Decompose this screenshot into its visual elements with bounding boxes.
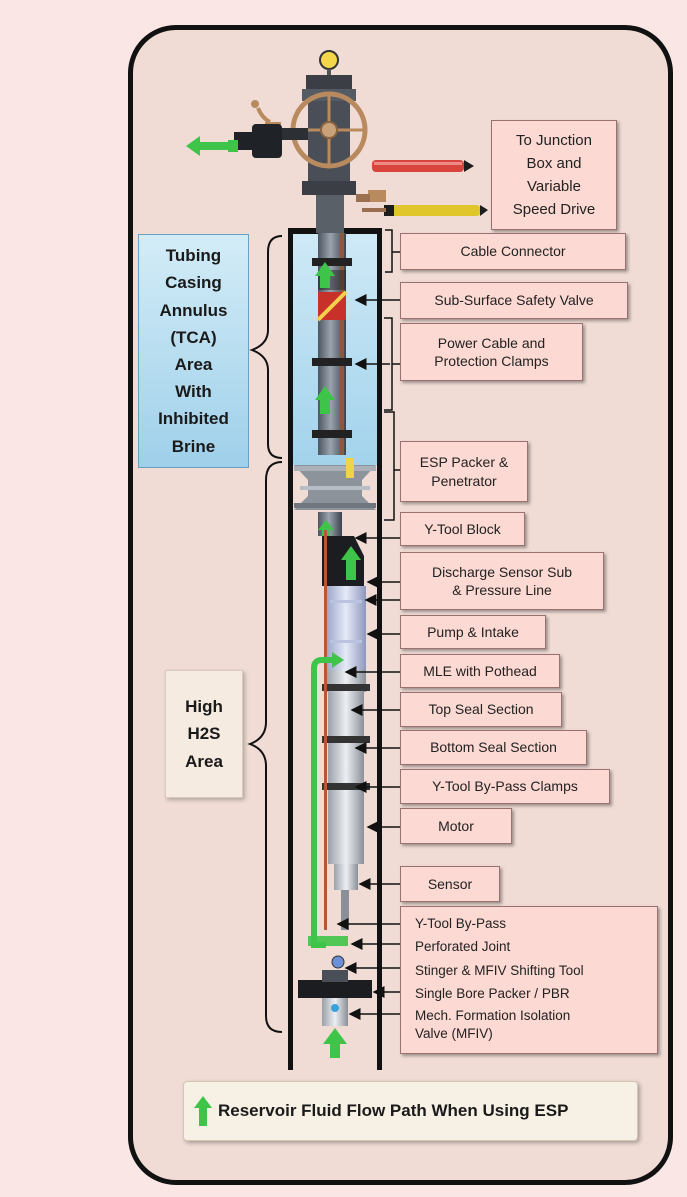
upper-tubing xyxy=(312,233,352,455)
ytool-block-label: Y-Tool Block xyxy=(400,512,525,546)
legend: Reservoir Fluid Flow Path When Using ESP xyxy=(183,1081,638,1141)
esp-string xyxy=(318,512,370,930)
packer-pbr-label: Single Bore Packer / PBR xyxy=(415,986,570,1001)
pump-intake-label: Pump & Intake xyxy=(400,615,546,649)
tca-area-label: Tubing Casing Annulus (TCA) Area With In… xyxy=(138,234,249,468)
h2s-area-label: High H2S Area xyxy=(165,670,243,798)
mle-pothead-label: MLE with Pothead xyxy=(400,654,560,688)
top-seal-label: Top Seal Section xyxy=(400,692,562,727)
junction-box-label: To Junction Box and Variable Speed Drive xyxy=(491,120,617,230)
lower-completion-labels: Y-Tool By-Pass Perforated Joint Stinger … xyxy=(400,906,658,1054)
h2s-brace xyxy=(250,462,282,1032)
motor-label: Motor xyxy=(400,808,512,844)
cable-connector-label: Cable Connector xyxy=(400,233,626,270)
mfiv-label: Mech. Formation Isolation Valve (MFIV) xyxy=(415,1007,570,1043)
tca-brace xyxy=(252,236,282,458)
wellhead xyxy=(234,51,488,233)
sensor-label: Sensor xyxy=(400,866,500,902)
perforated-joint-label: Perforated Joint xyxy=(415,939,510,954)
outflow-arrow-icon xyxy=(186,136,238,156)
sssv-label: Sub-Surface Safety Valve xyxy=(400,282,628,319)
right-brackets xyxy=(384,230,394,520)
power-cable-label: Power Cable and Protection Clamps xyxy=(400,323,583,381)
ytool-bypass-label: Y-Tool By-Pass xyxy=(415,916,506,931)
esp-packer xyxy=(294,458,376,510)
stinger-label: Stinger & MFIV Shifting Tool xyxy=(415,963,584,978)
green-up-arrow-icon xyxy=(194,1096,212,1126)
ytool-clamps-label: Y-Tool By-Pass Clamps xyxy=(400,769,610,804)
legend-text: Reservoir Fluid Flow Path When Using ESP xyxy=(218,1101,568,1121)
esp-packer-label: ESP Packer & Penetrator xyxy=(400,441,528,502)
discharge-sensor-label: Discharge Sensor Sub & Pressure Line xyxy=(400,552,604,610)
bottom-seal-label: Bottom Seal Section xyxy=(400,730,587,765)
